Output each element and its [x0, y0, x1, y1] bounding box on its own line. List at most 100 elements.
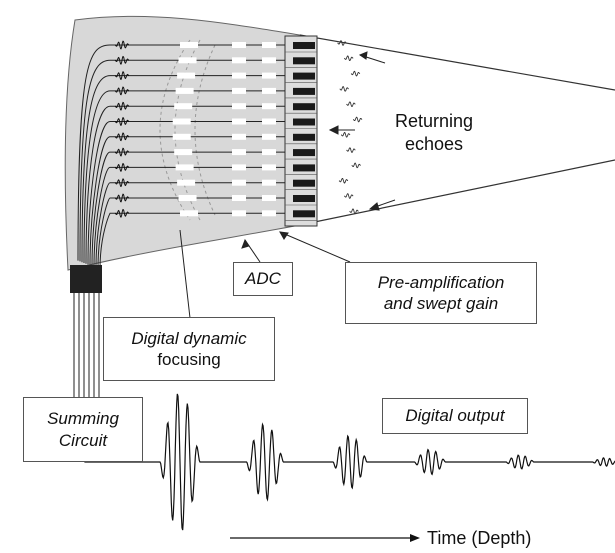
delay-block [232, 195, 246, 201]
returning-echoes-line1: Returning [395, 111, 474, 131]
channel-wavelet [114, 71, 130, 81]
summing-line1: Summing [47, 409, 119, 429]
digital-output-box: Digital output [382, 398, 528, 434]
summing-circuit-box: Summing Circuit [23, 397, 143, 462]
array-element [293, 133, 315, 141]
channel-line [95, 182, 285, 268]
echo-wavelet [340, 132, 351, 138]
delay-block [262, 149, 276, 156]
delay-block [262, 118, 276, 125]
channel-line [89, 136, 285, 266]
adc-box: ADC [233, 262, 293, 296]
beam-cone-outline [299, 34, 615, 226]
channel-line [83, 90, 285, 264]
focusing-line2: focusing [157, 350, 221, 369]
echo-wavelet [346, 101, 356, 107]
delay-block [232, 87, 246, 94]
preamp-line1: Pre-amplification [377, 272, 505, 292]
adc-label: ADC [245, 269, 281, 289]
delay-block [232, 103, 246, 110]
delay-block [262, 179, 276, 186]
probe-housing [64, 15, 301, 271]
echo-wavelet [351, 162, 361, 169]
channel-wavelet [114, 40, 130, 50]
channel-wavelet [114, 101, 130, 111]
focusing-box: Digital dynamic focusing [103, 317, 275, 381]
array-element [293, 72, 315, 80]
echo-wavelet [349, 208, 359, 215]
echo-wavelet [338, 177, 349, 184]
delay-block [175, 164, 194, 171]
channel-wavelet [114, 117, 130, 126]
echo-wavelet [339, 86, 349, 92]
delay-block [232, 210, 246, 217]
delay-block [262, 164, 276, 171]
channel-wavelet [114, 55, 130, 65]
delay-block [262, 72, 276, 79]
delay-block [177, 72, 196, 79]
channel-line [97, 197, 285, 269]
preamp-box: Pre-amplification and swept gain [345, 262, 537, 324]
channel-wavelet [114, 86, 130, 96]
array-element [293, 103, 315, 111]
echo-wavelet [344, 193, 354, 199]
channel-line [81, 75, 285, 263]
delay-block [175, 87, 194, 94]
array-element [293, 87, 315, 95]
channel-wavelet [114, 132, 130, 142]
echo-wavelet [344, 55, 354, 62]
channel-line [93, 166, 285, 268]
delay-block [262, 57, 276, 64]
echo-wavelet [346, 147, 356, 153]
delay-block [174, 103, 193, 110]
time-depth-label: Time (Depth) [427, 528, 532, 548]
channel-wavelet [114, 178, 130, 188]
channel-wavelet [114, 208, 130, 218]
delay-block [180, 210, 198, 217]
digital-output-waveform [150, 393, 615, 531]
array-element [293, 57, 315, 65]
delay-block [178, 195, 197, 201]
channel-line [91, 151, 285, 267]
delay-block [177, 179, 196, 186]
channel-line [87, 121, 285, 265]
delay-block [232, 57, 246, 64]
array-element [293, 118, 315, 126]
channel-line [99, 212, 285, 270]
array-element [293, 195, 315, 202]
delay-block [232, 133, 246, 140]
time-arrow-head [410, 534, 420, 542]
delay-block [172, 133, 191, 140]
delay-block [172, 118, 191, 125]
returning-echo-marks [337, 40, 363, 215]
delay-block [262, 210, 276, 217]
returning-echoes-line2: echoes [405, 133, 464, 154]
delay-block [262, 87, 276, 94]
echo-wavelet [350, 70, 361, 77]
digital-output-label: Digital output [405, 406, 505, 426]
channel-wavelet [114, 193, 130, 203]
delay-block [174, 149, 193, 156]
preamp-line2: and swept gain [383, 294, 499, 313]
echo-wavelet [337, 40, 347, 46]
delay-block [232, 179, 246, 186]
delay-block [180, 42, 198, 48]
delay-block [232, 164, 246, 171]
delay-block [262, 133, 276, 140]
channel-wavelet [114, 162, 130, 172]
pointer-lines [179, 51, 396, 319]
delay-block [262, 103, 276, 110]
delay-block [232, 72, 246, 79]
delay-block [232, 149, 246, 156]
channel-line [77, 44, 285, 261]
delay-block [262, 42, 276, 48]
delay-block [262, 195, 276, 201]
channel-wavelet [114, 147, 130, 157]
array-element [293, 149, 315, 157]
summing-line2: Circuit [58, 430, 108, 450]
echo-wavelet [352, 116, 363, 123]
channel-line [79, 59, 285, 262]
transducer-array [284, 35, 318, 227]
array-element [293, 179, 315, 187]
